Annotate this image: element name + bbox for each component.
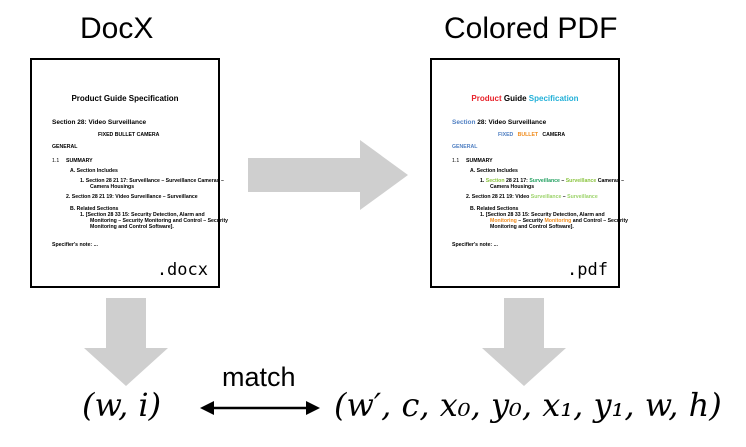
pdf-a2-p1: 2. Section 28 21 19: Video [466, 194, 531, 200]
match-label: match [222, 362, 296, 392]
doc-b1: 1. [Section 28 33 15: Security Detection… [80, 212, 205, 218]
doc-a1: 1. Section 28 21 17: Surveillance – Surv… [80, 178, 224, 184]
pdf-title: Product Guide Specification [432, 94, 618, 103]
doc-b1-2: Monitoring – Security Monitoring and Con… [90, 218, 229, 224]
pdf-a1-p6: Surveillance [565, 178, 597, 184]
pdf-section-w2: 28: Video Surveillance [477, 119, 547, 126]
pdf-a1-2: Camera Housings [490, 184, 535, 190]
doc-general: GENERAL [52, 144, 78, 150]
pdf-b1-p2: – Security [516, 218, 545, 224]
right-arrow-icon [248, 140, 408, 210]
pdf-a2-p4: Surveillance [567, 194, 598, 200]
pdf-title-w1: Product [471, 94, 502, 103]
pdf-title-w2: Guide [503, 94, 527, 103]
pdf-b1-3: Monitoring and Control Software]. [490, 224, 574, 230]
pdf-section-w1: Section [452, 119, 476, 126]
pdf-a1-p3: 28 21 17: [504, 178, 530, 184]
pdf-camera: FIXED BULLET CAMERA [498, 132, 565, 138]
pdf-document: Product Guide Specification Section 28: … [430, 58, 628, 288]
doc-b1-3: Monitoring and Control Software]. [90, 224, 174, 230]
pdf-cam-w1: FIXED [498, 132, 514, 138]
pdf-b1: 1. [Section 28 33 15: Security Detection… [480, 212, 605, 218]
docx-document: Product Guide Specification Section 28: … [30, 58, 228, 288]
colored-pdf-heading: Colored PDF [444, 12, 618, 45]
pdf-note: Specifier's note: ... [452, 242, 498, 248]
pdf-b1-p3: Monitoring [544, 218, 572, 224]
doc-summary-num: 1.1 [52, 158, 60, 164]
doc-section: Section 28: Video Surveillance [52, 119, 147, 126]
docx-tuple: (w, i) [82, 386, 162, 424]
pdf-general: GENERAL [452, 144, 478, 150]
doc-title: Product Guide Specification [71, 94, 179, 103]
pdf-b1-2: Monitoring – Security Monitoring and Con… [490, 218, 628, 224]
pdf-a: A. Section Includes [470, 168, 518, 174]
down-arrow-icon-left [84, 298, 168, 386]
pdf-a2-p2: Surveillance [530, 194, 562, 200]
pdf-a1-p7: Cameras – [596, 178, 624, 184]
pdf-summary: SUMMARY [466, 158, 493, 164]
pdf-tuple: (w′, c, x₀, y₀, x₁, y₁, w, h) [334, 386, 722, 424]
doc-b: B. Related Sections [70, 206, 119, 212]
doc-camera: FIXED BULLET CAMERA [98, 132, 160, 138]
pdf-a1-p1: 1. [480, 178, 486, 184]
pdf-a1-p2: Section [485, 178, 505, 184]
docx-extension: .docx [156, 260, 208, 280]
doc-a: A. Section Includes [70, 168, 118, 174]
pdf-summary-num: 1.1 [452, 158, 460, 164]
pdf-a2: 2. Section 28 21 19: Video Surveillance … [466, 194, 598, 200]
pdf-extension: .pdf [567, 260, 608, 280]
doc-a1-2: Camera Housings [90, 184, 135, 190]
pdf-a1: 1. Section 28 21 17: Surveillance – Surv… [480, 178, 624, 184]
pdf-a1-p4: Surveillance [529, 178, 560, 184]
pdf-section: Section 28: Video Surveillance [452, 119, 547, 126]
pdf-a2-p3: – [561, 194, 568, 200]
pdf-a1-p5: – [559, 178, 566, 184]
pdf-cam-w2: BULLET [517, 132, 539, 138]
pdf-b: B. Related Sections [470, 206, 519, 212]
doc-summary: SUMMARY [66, 158, 93, 164]
down-arrow-icon-right [482, 298, 566, 386]
match-arrow-left-head-icon [200, 401, 214, 415]
doc-note: Specifier's note: ... [52, 242, 98, 248]
pdf-b1-p1: Monitoring [490, 218, 517, 224]
match-arrow-right-head-icon [306, 401, 320, 415]
pdf-title-w3: Specification [528, 94, 579, 103]
pdf-b1-p4: and Control – Security [571, 218, 629, 224]
doc-a2: 2. Section 28 21 19: Video Surveillance … [66, 194, 198, 200]
docx-heading: DocX [80, 12, 154, 45]
pdf-cam-w3: CAMERA [542, 132, 566, 138]
